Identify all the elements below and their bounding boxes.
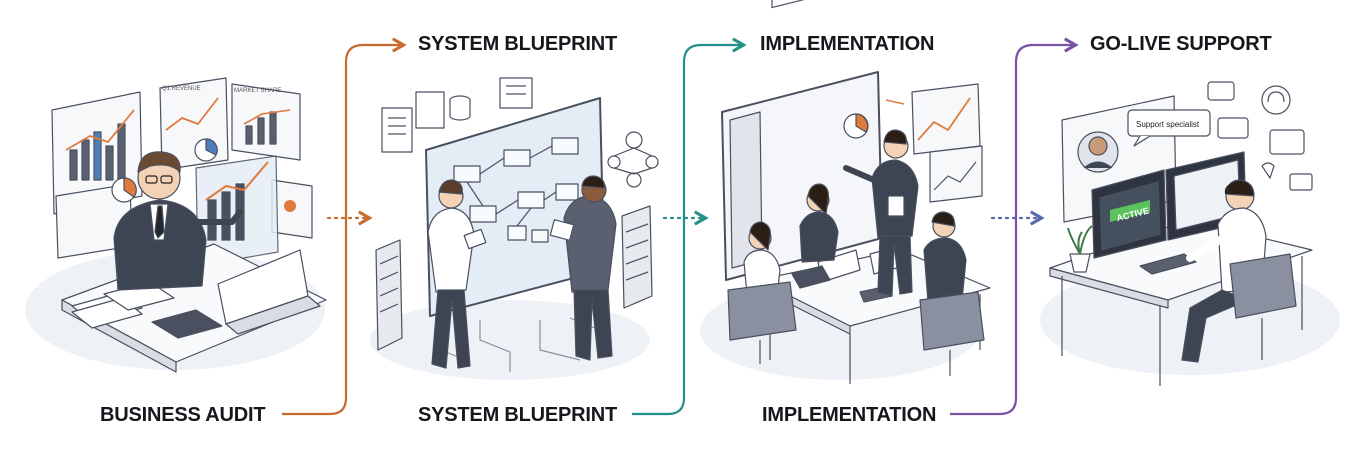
support-person xyxy=(1181,179,1297,363)
chat-icons xyxy=(1207,81,1313,191)
go-live-support-top-label: GO-LIVE SUPPORT xyxy=(1090,33,1272,55)
implementation-top-label: IMPLEMENTATION xyxy=(760,33,935,55)
chart-caption-2: MARKET SHARE xyxy=(234,88,281,94)
implementation-scene xyxy=(700,0,991,384)
system-blueprint-top-label: SYSTEM BLUEPRINT xyxy=(418,33,618,55)
network-node xyxy=(607,131,659,188)
server-rack-right xyxy=(621,205,653,309)
office-chair xyxy=(1229,253,1297,319)
document-block xyxy=(381,107,413,153)
seated-person-center xyxy=(799,183,839,263)
chart-caption-1: Q1 REVENUE xyxy=(162,86,201,92)
implementation-bottom-label: IMPLEMENTATION xyxy=(762,404,937,426)
support-bubble xyxy=(1127,109,1211,137)
server-rack-left xyxy=(375,239,403,351)
business-audit-scene: Q1 REVENUE MARKET SHARE xyxy=(25,77,327,373)
system-blueprint-scene xyxy=(370,77,659,380)
business-audit-bottom-label: BUSINESS AUDIT xyxy=(100,404,266,426)
dashboard-panels xyxy=(51,77,313,259)
presenter-person xyxy=(843,129,919,297)
headset-icon xyxy=(1261,85,1291,115)
designer-person-right xyxy=(549,175,617,361)
bubble-text: Support specialist xyxy=(1136,120,1200,129)
connector-3 xyxy=(950,45,1074,416)
active-badge xyxy=(1110,200,1150,222)
seated-person-left xyxy=(727,221,797,364)
analyst-person xyxy=(113,151,243,291)
seated-person-right xyxy=(919,211,985,376)
go-live-support-scene: Support specialist ACTIVE xyxy=(1040,81,1340,386)
system-blueprint-bottom-label: SYSTEM BLUEPRINT xyxy=(418,404,618,426)
plant xyxy=(1067,225,1093,273)
connector-1 xyxy=(282,45,402,416)
trend-chart xyxy=(911,83,981,155)
phone-icon xyxy=(1261,162,1275,179)
designer-person-left xyxy=(427,179,487,369)
connector-2 xyxy=(632,45,742,416)
